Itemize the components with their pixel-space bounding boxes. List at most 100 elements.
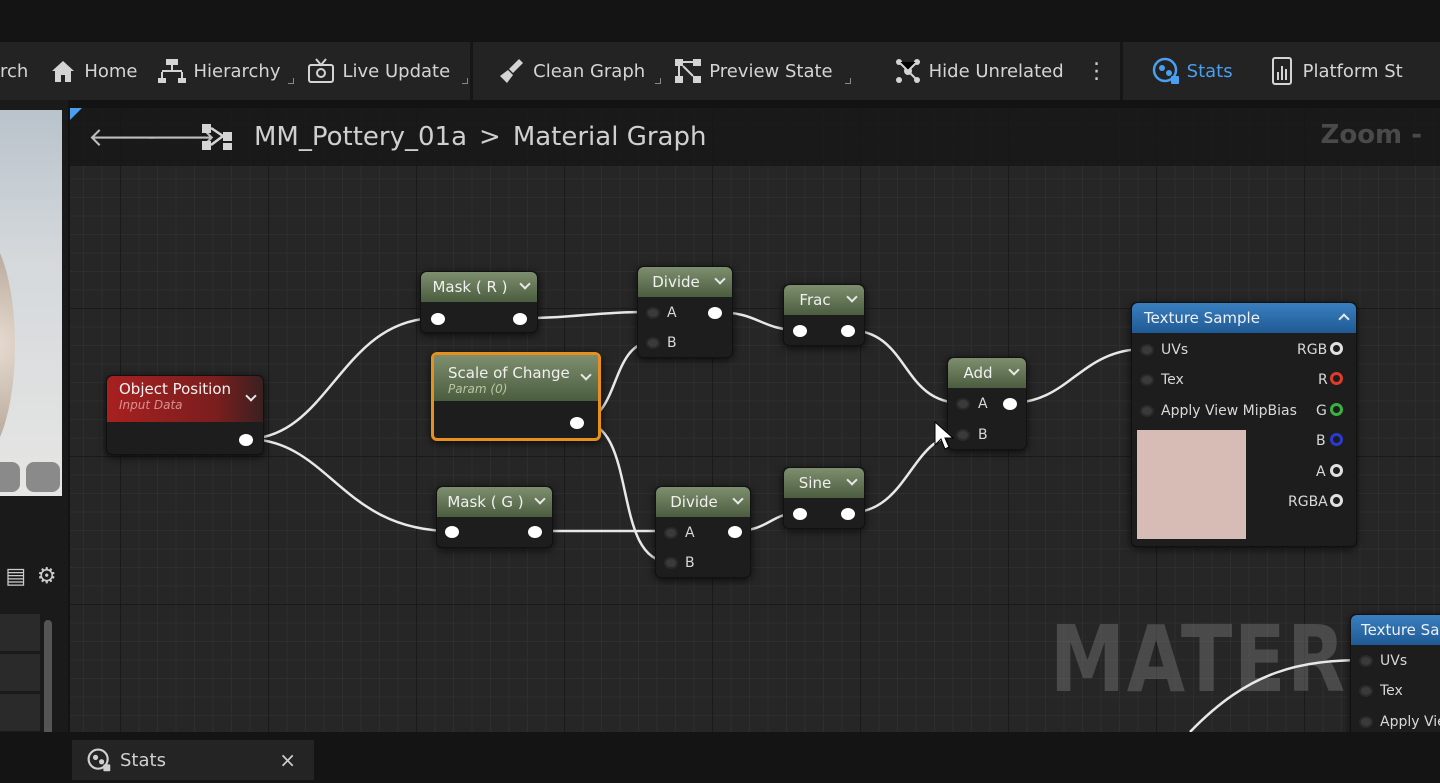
- list-item[interactable]: [0, 654, 40, 694]
- node-header: Object Position Input Data: [107, 376, 263, 422]
- output-pin-a[interactable]: [1330, 464, 1343, 477]
- pin-label: A: [685, 525, 695, 541]
- output-pin-r[interactable]: [1330, 372, 1343, 385]
- more-options-icon[interactable]: ⋮: [1085, 58, 1108, 84]
- collapse-chevron-icon[interactable]: [714, 273, 726, 285]
- output-pin[interactable]: [528, 526, 542, 538]
- list-item[interactable]: [0, 614, 40, 654]
- node-header: Scale of Change Param (0): [434, 355, 598, 401]
- clean-graph-dropdown-icon[interactable]: [655, 78, 662, 84]
- collapse-chevron-icon[interactable]: [1008, 364, 1020, 376]
- breadcrumb-asset[interactable]: MM_Pottery_01a: [254, 122, 468, 152]
- details-scrollbar[interactable]: [44, 620, 52, 765]
- output-pin[interactable]: [239, 434, 253, 446]
- input-pin-b[interactable]: [956, 429, 970, 441]
- search-label: rch: [0, 60, 29, 82]
- hierarchy-button[interactable]: Hierarchy: [147, 42, 296, 100]
- collapse-chevron-icon[interactable]: [732, 493, 744, 505]
- node-title: Mask ( R ): [432, 278, 508, 296]
- stats-tab[interactable]: Stats ×: [72, 740, 314, 780]
- platform-stats-button[interactable]: Platform St: [1257, 42, 1413, 100]
- node-title: Add: [963, 364, 993, 382]
- collapse-chevron-icon[interactable]: [580, 369, 592, 381]
- collapse-chevron-icon[interactable]: [1338, 313, 1350, 325]
- node-object-position[interactable]: Object Position Input Data: [106, 375, 264, 455]
- input-pin-b[interactable]: [646, 337, 660, 349]
- node-header: Mask ( G ): [437, 487, 552, 517]
- close-icon[interactable]: ×: [279, 748, 296, 772]
- hide-unrelated-button[interactable]: Hide Unrelated: [883, 42, 1074, 100]
- preview-mesh-icon[interactable]: [26, 462, 60, 492]
- node-mask-r[interactable]: Mask ( R ): [420, 271, 538, 333]
- input-pin-b[interactable]: [664, 557, 678, 569]
- stats-button[interactable]: Stats: [1141, 42, 1257, 100]
- output-pin[interactable]: [728, 526, 742, 538]
- collapse-chevron-icon[interactable]: [846, 474, 858, 486]
- output-pin-rgba[interactable]: [1330, 494, 1343, 507]
- node-title: Divide: [670, 493, 718, 511]
- pin-label: B: [1316, 433, 1326, 449]
- output-pin[interactable]: [513, 313, 527, 325]
- hierarchy-dropdown-icon[interactable]: [288, 78, 295, 84]
- node-sine[interactable]: Sine: [783, 467, 865, 529]
- output-pin[interactable]: [841, 508, 855, 520]
- output-pin[interactable]: [708, 307, 722, 319]
- input-pin-a[interactable]: [664, 527, 678, 539]
- input-pin[interactable]: [431, 313, 445, 325]
- output-pin-g[interactable]: [1330, 403, 1343, 416]
- node-add[interactable]: Add A B: [947, 357, 1027, 450]
- editor-toolbar: rch Home Hierarchy Live Update Clean Gra…: [0, 42, 1440, 100]
- input-pin-tex[interactable]: [1140, 374, 1154, 386]
- breadcrumb-separator: >: [479, 122, 501, 152]
- node-texture-sample-2[interactable]: Texture Sam UVs Tex Apply Vie: [1350, 614, 1440, 739]
- output-pin[interactable]: [1003, 398, 1017, 410]
- live-update-button[interactable]: Live Update: [296, 42, 470, 100]
- node-header: Divide: [656, 487, 750, 517]
- node-divide-2[interactable]: Divide A B: [655, 486, 751, 578]
- material-preview-viewport[interactable]: [0, 110, 62, 496]
- table-view-icon[interactable]: ▤: [5, 563, 27, 589]
- node-divide-1[interactable]: Divide A B: [637, 266, 733, 358]
- input-pin-tex[interactable]: [1359, 685, 1373, 697]
- live-update-dropdown-icon[interactable]: [462, 78, 469, 84]
- input-pin-a[interactable]: [956, 398, 970, 410]
- forward-arrow-icon[interactable]: 🡒: [146, 122, 216, 153]
- graph-focus-indicator: [70, 108, 82, 120]
- node-texture-sample[interactable]: Texture Sample UVs Tex Apply View MipBia…: [1131, 302, 1357, 547]
- input-pin[interactable]: [445, 526, 459, 538]
- home-button[interactable]: Home: [38, 42, 147, 100]
- pin-label: RGB: [1297, 342, 1328, 358]
- output-pin-b[interactable]: [1330, 433, 1343, 446]
- output-pin[interactable]: [841, 325, 855, 337]
- preview-state-dropdown-icon[interactable]: [844, 78, 851, 84]
- toolbar-group-graph: Clean Graph Preview State Hide Unrelated…: [473, 42, 1123, 100]
- search-button[interactable]: rch: [0, 42, 38, 100]
- node-mask-g[interactable]: Mask ( G ): [436, 486, 553, 548]
- hide-unrelated-icon: [895, 59, 920, 83]
- collapse-chevron-icon[interactable]: [519, 278, 531, 290]
- input-pin-mipbias[interactable]: [1140, 405, 1154, 417]
- input-pin-uvs[interactable]: [1359, 655, 1373, 667]
- node-title: Frac: [799, 291, 831, 309]
- hide-unrelated-label: Hide Unrelated: [928, 60, 1064, 82]
- back-arrow-icon[interactable]: 🡐: [88, 122, 158, 153]
- node-frac[interactable]: Frac: [783, 284, 865, 346]
- preview-cube-icon[interactable]: [0, 462, 20, 492]
- input-pin[interactable]: [793, 325, 807, 337]
- collapse-chevron-icon[interactable]: [534, 493, 546, 505]
- list-item[interactable]: [0, 694, 40, 734]
- mouse-cursor-icon: [934, 421, 954, 450]
- breadcrumb-graph[interactable]: Material Graph: [512, 122, 707, 152]
- collapse-chevron-icon[interactable]: [245, 390, 257, 402]
- output-pin[interactable]: [570, 417, 584, 429]
- settings-gear-icon[interactable]: ⚙: [36, 563, 57, 589]
- output-pin-rgb[interactable]: [1330, 342, 1343, 355]
- input-pin-mipbias[interactable]: [1359, 716, 1373, 728]
- input-pin-a[interactable]: [646, 307, 660, 319]
- clean-graph-button[interactable]: Clean Graph: [487, 42, 663, 100]
- input-pin-uvs[interactable]: [1140, 344, 1154, 356]
- node-scale-of-change[interactable]: Scale of Change Param (0): [431, 352, 601, 441]
- collapse-chevron-icon[interactable]: [846, 291, 858, 303]
- preview-state-button[interactable]: Preview State: [663, 42, 852, 100]
- input-pin[interactable]: [793, 508, 807, 520]
